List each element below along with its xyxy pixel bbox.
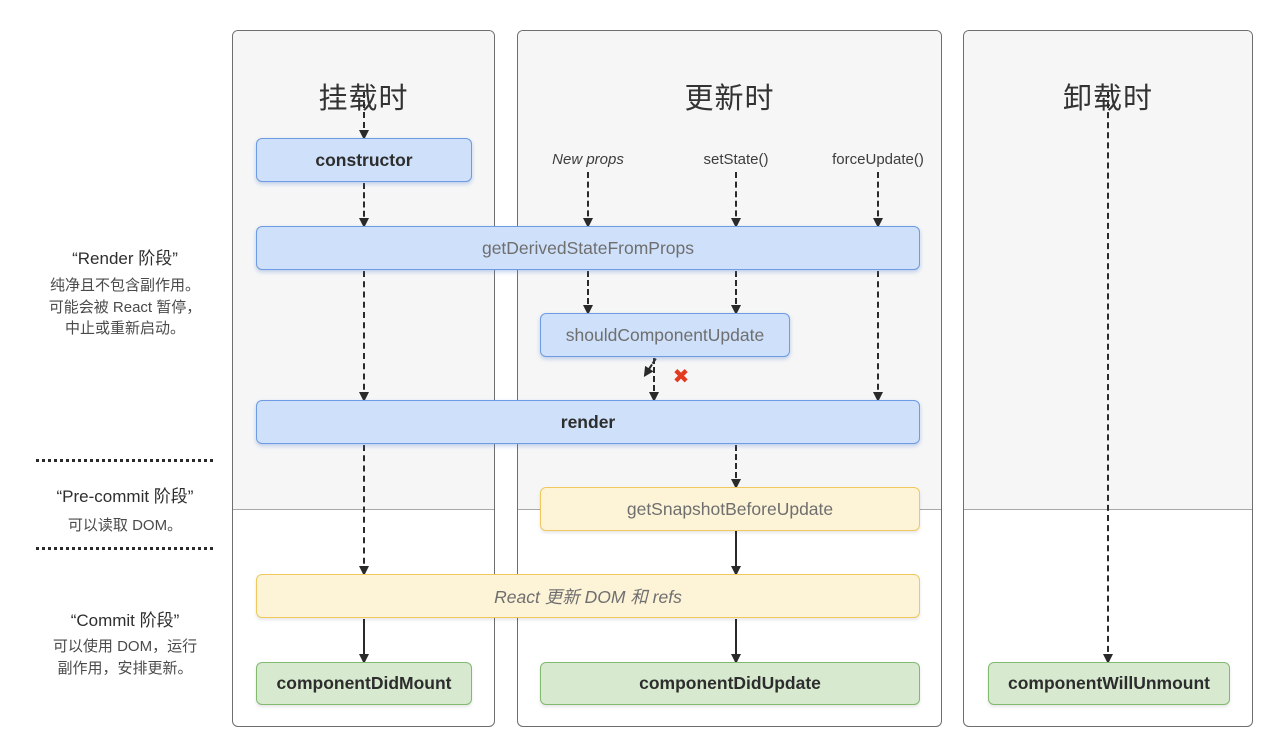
phase-separator — [36, 459, 213, 462]
arrow-render-to-reactupdates-mount — [359, 445, 369, 576]
box-get-snapshot-before-update[interactable]: getSnapshotBeforeUpdate — [540, 487, 920, 531]
arrow-reactupdates-to-cdu — [731, 619, 741, 664]
arrow-gdsfp-to-scu-left — [583, 271, 593, 315]
arrow-gdsfp-to-render-mount — [359, 271, 369, 402]
phase-separator — [36, 547, 213, 550]
arrow-scu-to-render — [649, 358, 659, 402]
label-set-state: setState() — [703, 151, 769, 168]
phase-commit-desc-line: 可以使用 DOM，运行 — [52, 638, 198, 655]
box-should-component-update[interactable]: shouldComponentUpdate — [540, 313, 790, 357]
arrow-gdsfp-to-scu-right — [731, 271, 741, 315]
no-update-x-icon: ✖ — [672, 366, 690, 388]
arrow-newprops-to-gdsfp — [583, 172, 593, 228]
label-force-update: forceUpdate() — [832, 151, 924, 168]
arrow-setstate-to-gdsfp — [731, 172, 741, 228]
phase-commit: “Commit 阶段” 可以使用 DOM，运行 副作用，安排更新。 — [20, 606, 230, 679]
box-component-did-mount[interactable]: componentDidMount — [256, 662, 472, 705]
phase-pre-commit-title: “Pre-commit 阶段” — [56, 487, 194, 506]
arrow-forceupdate-to-render — [873, 271, 883, 402]
phase-render-desc-line: 中止或重新启动。 — [64, 320, 185, 337]
arrow-reactupdates-to-cdm — [359, 619, 369, 664]
arrow-render-to-gsbu — [731, 445, 741, 489]
box-component-will-unmount[interactable]: componentWillUnmount — [988, 662, 1230, 705]
arrow-constructor-to-gdsfp — [359, 183, 369, 228]
arrow-forceupdate-to-gdsfp — [873, 172, 883, 228]
arrow-unmount-to-cwu — [1103, 92, 1113, 664]
phase-render-desc-line: 可能会被 React 暂停， — [48, 298, 202, 316]
arrow-gsbu-to-reactupdates — [731, 531, 741, 576]
phase-render: “Render 阶段” 纯净且不包含副作用。 可能会被 React 暂停， 中止… — [20, 244, 230, 340]
column-title-mounting: 挂载时 — [318, 83, 409, 115]
phase-pre-commit: “Pre-commit 阶段” 可以读取 DOM。 — [20, 482, 230, 537]
column-title-updating: 更新时 — [684, 83, 775, 115]
arrow-mount-to-constructor — [359, 92, 369, 140]
label-new-props: New props — [552, 151, 624, 168]
box-component-did-update[interactable]: componentDidUpdate — [540, 662, 920, 705]
box-get-derived-state-from-props[interactable]: getDerivedStateFromProps — [256, 226, 920, 270]
phase-commit-desc-line: 副作用，安排更新。 — [57, 659, 193, 677]
box-constructor[interactable]: constructor — [256, 138, 472, 182]
phase-pre-commit-desc-line: 可以读取 DOM。 — [67, 517, 183, 534]
phase-render-desc-line: 纯净且不包含副作用。 — [49, 277, 200, 294]
box-render[interactable]: render — [256, 400, 920, 444]
phase-commit-title: “Commit 阶段” — [70, 611, 180, 630]
phase-render-title: “Render 阶段” — [72, 249, 178, 268]
box-react-updates-dom: React 更新 DOM 和 refs — [256, 574, 920, 618]
